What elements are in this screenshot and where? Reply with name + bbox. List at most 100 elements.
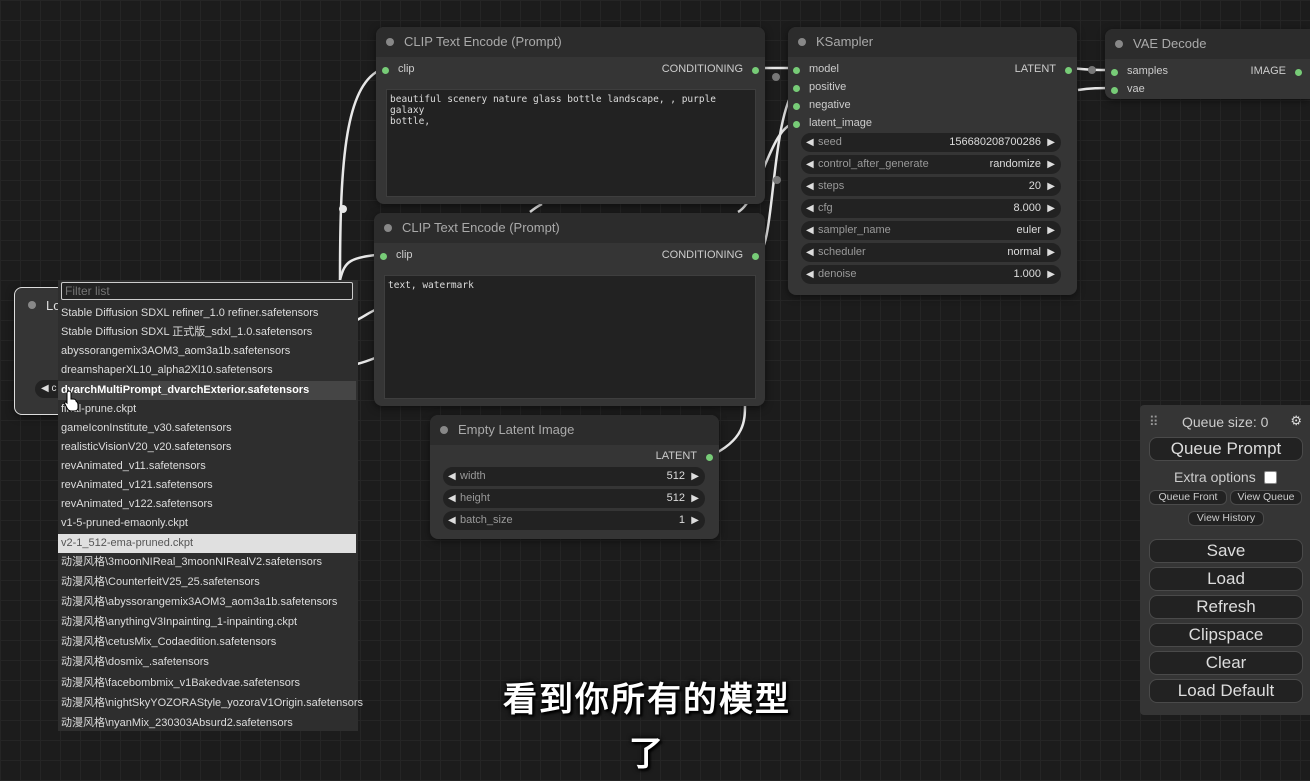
prompt-textarea[interactable]: text, watermark: [384, 275, 756, 399]
clear-button[interactable]: Clear: [1149, 651, 1303, 675]
menu-item[interactable]: Stable Diffusion SDXL refiner_1.0 refine…: [61, 307, 319, 319]
view-queue-button[interactable]: View Queue: [1230, 490, 1302, 505]
output-pin[interactable]: [752, 253, 759, 260]
menu-item[interactable]: abyssorangemix3AOM3_aom3a1b.safetensors: [61, 345, 291, 357]
filter-list-input[interactable]: [61, 282, 353, 300]
input-pin[interactable]: [793, 67, 800, 74]
vae-input-slot[interactable]: vae: [1111, 83, 1145, 95]
load-default-button[interactable]: Load Default: [1149, 679, 1303, 703]
menu-item[interactable]: 动漫风格\facebombmix_v1Bakedvae.safetensors: [61, 677, 301, 689]
increment-arrow-icon[interactable]: ▶: [1047, 225, 1055, 236]
menu-item[interactable]: 动漫风格\dosmix_.safetensors: [61, 656, 209, 668]
decrement-arrow-icon[interactable]: ◀: [448, 493, 456, 504]
model-input-slot[interactable]: model: [793, 63, 839, 75]
menu-item[interactable]: Stable Diffusion SDXL 正式版_sdxl_1.0.safet…: [61, 326, 313, 338]
increment-arrow-icon[interactable]: ▶: [691, 515, 699, 526]
output-pin[interactable]: [706, 454, 713, 461]
increment-arrow-icon[interactable]: ▶: [691, 471, 699, 482]
clip-text-encode-negative-node[interactable]: CLIP Text Encode (Prompt) clip CONDITION…: [374, 213, 765, 406]
menu-item[interactable]: gameIconInstitute_v30.safetensors: [61, 422, 232, 434]
conditioning-output-slot[interactable]: CONDITIONING: [662, 249, 759, 261]
input-pin[interactable]: [382, 67, 389, 74]
input-pin[interactable]: [793, 85, 800, 92]
view-history-button[interactable]: View History: [1188, 511, 1264, 526]
samples-input-slot[interactable]: samples: [1111, 65, 1168, 77]
menu-item[interactable]: revAnimated_v11.safetensors: [61, 460, 206, 472]
menu-item[interactable]: revAnimated_v121.safetensors: [61, 479, 213, 491]
increment-arrow-icon[interactable]: ▶: [1047, 181, 1055, 192]
image-output-slot[interactable]: IMAGE: [1251, 65, 1302, 77]
vae-decode-node[interactable]: VAE Decode samples vae IMAGE: [1105, 29, 1310, 99]
positive-input-slot[interactable]: positive: [793, 81, 846, 93]
save-button[interactable]: Save: [1149, 539, 1303, 563]
input-pin[interactable]: [380, 253, 387, 260]
menu-item[interactable]: 动漫风格\nightSkyYOZORAStyle_yozoraV1Origin.…: [61, 697, 364, 709]
menu-item[interactable]: revAnimated_v122.safetensors: [61, 498, 213, 510]
output-pin[interactable]: [752, 67, 759, 74]
menu-item[interactable]: 动漫风格\abyssorangemix3AOM3_aom3a1b.safeten…: [61, 596, 338, 608]
menu-item[interactable]: dreamshaperXL10_alpha2Xl10.safetensors: [61, 364, 273, 376]
negative-input-slot[interactable]: negative: [793, 99, 851, 111]
node-title: CLIP Text Encode (Prompt): [374, 213, 765, 243]
output-pin[interactable]: [1065, 67, 1072, 74]
decrement-arrow-icon[interactable]: ◀: [806, 181, 814, 192]
clipspace-button[interactable]: Clipspace: [1149, 623, 1303, 647]
menu-item[interactable]: 动漫风格\nyanMix_230303Absurd2.safetensors: [61, 717, 293, 729]
decrement-arrow-icon[interactable]: ◀: [806, 269, 814, 280]
decrement-arrow-icon[interactable]: ◀: [448, 515, 456, 526]
input-pin[interactable]: [793, 103, 800, 110]
prompt-textarea[interactable]: beautiful scenery nature glass bottle la…: [386, 89, 756, 197]
output-pin[interactable]: [1295, 69, 1302, 76]
menu-item-selected[interactable]: v2-1_512-ema-pruned.ckpt: [58, 534, 356, 553]
gear-icon[interactable]: ⚙: [1290, 413, 1302, 428]
increment-arrow-icon[interactable]: ▶: [1047, 137, 1055, 148]
increment-arrow-icon[interactable]: ▶: [1047, 159, 1055, 170]
menu-item[interactable]: v1-5-pruned-emaonly.ckpt: [61, 517, 188, 529]
menu-item[interactable]: 动漫风格\anythingV3Inpainting_1-inpainting.c…: [61, 616, 298, 628]
refresh-button[interactable]: Refresh: [1149, 595, 1303, 619]
decrement-arrow-icon[interactable]: ◀: [806, 203, 814, 214]
clip-input-slot[interactable]: clip: [380, 249, 413, 261]
conditioning-output-slot[interactable]: CONDITIONING: [662, 63, 759, 75]
input-pin[interactable]: [1111, 69, 1118, 76]
ksampler-node[interactable]: KSampler model positive negative latent_…: [788, 27, 1077, 295]
decrement-arrow-icon[interactable]: ◀: [806, 137, 814, 148]
menu-item[interactable]: final-prune.ckpt: [61, 403, 137, 415]
clip-text-encode-positive-node[interactable]: CLIP Text Encode (Prompt) clip CONDITION…: [376, 27, 765, 204]
menu-item[interactable]: realisticVisionV20_v20.safetensors: [61, 441, 232, 453]
input-pin[interactable]: [1111, 87, 1118, 94]
decrement-arrow-icon[interactable]: ◀: [806, 159, 814, 170]
increment-arrow-icon[interactable]: ▶: [1047, 247, 1055, 258]
menu-item[interactable]: 动漫风格\cetusMix_Codaedition.safetensors: [61, 636, 277, 648]
queue-front-button[interactable]: Queue Front: [1149, 490, 1227, 505]
extra-options-checkbox[interactable]: [1264, 471, 1277, 484]
decrement-arrow-icon[interactable]: ◀: [806, 225, 814, 236]
menu-item[interactable]: 动漫风格\CounterfeitV25_25.safetensors: [61, 576, 260, 588]
drag-handle-icon[interactable]: ⠿: [1149, 414, 1158, 429]
decrement-arrow-icon[interactable]: ◀: [806, 247, 814, 258]
menu-item-hovered[interactable]: dvarchMultiPrompt_dvarchExterior.safeten…: [58, 381, 356, 400]
latent-output-slot[interactable]: LATENT: [656, 450, 713, 462]
decrement-arrow-icon[interactable]: ◀: [448, 471, 456, 482]
clip-input-slot[interactable]: clip: [382, 63, 415, 75]
input-pin[interactable]: [793, 121, 800, 128]
increment-arrow-icon[interactable]: ▶: [1047, 269, 1055, 280]
load-button[interactable]: Load: [1149, 567, 1303, 591]
menu-item[interactable]: 动漫风格\3moonNIReal_3moonNIRealV2.safetenso…: [61, 556, 323, 568]
latent-image-input-slot[interactable]: latent_image: [793, 117, 872, 129]
increment-arrow-icon[interactable]: ▶: [1047, 203, 1055, 214]
increment-arrow-icon[interactable]: ▶: [691, 493, 699, 504]
queue-prompt-button[interactable]: Queue Prompt: [1149, 437, 1303, 461]
latent-output-slot[interactable]: LATENT: [1015, 63, 1072, 75]
